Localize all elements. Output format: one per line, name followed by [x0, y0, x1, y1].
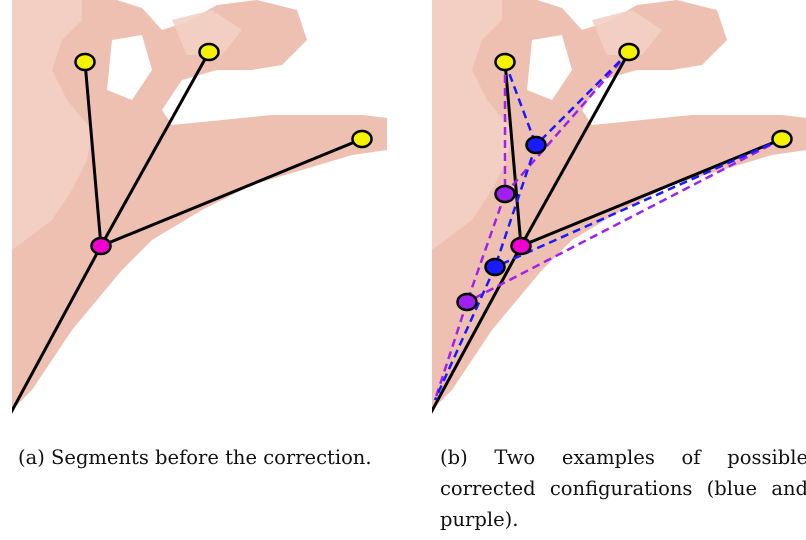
endpoint-node — [74, 52, 96, 72]
purple-dashed-segment — [504, 51, 630, 195]
segment-3 — [520, 137, 783, 248]
branch-point-node — [510, 236, 532, 256]
endpoint-node — [351, 129, 373, 149]
segment-2 — [99, 51, 211, 247]
blue-node — [525, 135, 547, 155]
endpoint-node — [198, 42, 220, 62]
blue-dashed-segment — [494, 137, 783, 269]
endpoint-node — [618, 42, 640, 62]
caption-a: (a) Segments before the correction. — [18, 446, 372, 469]
caption-b: (b) Two examples of possible corrected c… — [440, 446, 806, 531]
blue-dashed-segment — [493, 144, 538, 268]
endpoint-node — [494, 52, 516, 72]
panel-a — [12, 0, 387, 420]
purple-dashed-segment — [465, 193, 507, 303]
blue-dashed-segment — [535, 51, 630, 146]
endpoint-node — [771, 129, 793, 149]
nodes — [456, 42, 793, 312]
purple-dashed-segment — [466, 137, 783, 304]
segment-2 — [519, 51, 631, 247]
blue-dashed-segment — [433, 266, 497, 401]
segment-1 — [503, 61, 523, 247]
purple-node — [456, 292, 478, 312]
segment-1 — [83, 61, 103, 247]
segment-4 — [12, 245, 103, 414]
panel-b — [432, 0, 806, 420]
blue-node — [484, 257, 506, 277]
purple-dashed-segment — [433, 301, 469, 401]
purple-configuration — [433, 51, 783, 401]
segment-3 — [100, 137, 363, 248]
segments — [12, 51, 363, 414]
panel-a-figure — [12, 0, 387, 414]
blue-configuration — [433, 51, 783, 401]
nodes — [74, 42, 373, 256]
blue-dashed-segment — [503, 61, 538, 146]
panel-b-figure — [432, 0, 806, 414]
segment-4 — [432, 245, 523, 414]
segments — [432, 51, 783, 414]
branch-point-node — [90, 236, 112, 256]
purple-node — [494, 184, 516, 204]
